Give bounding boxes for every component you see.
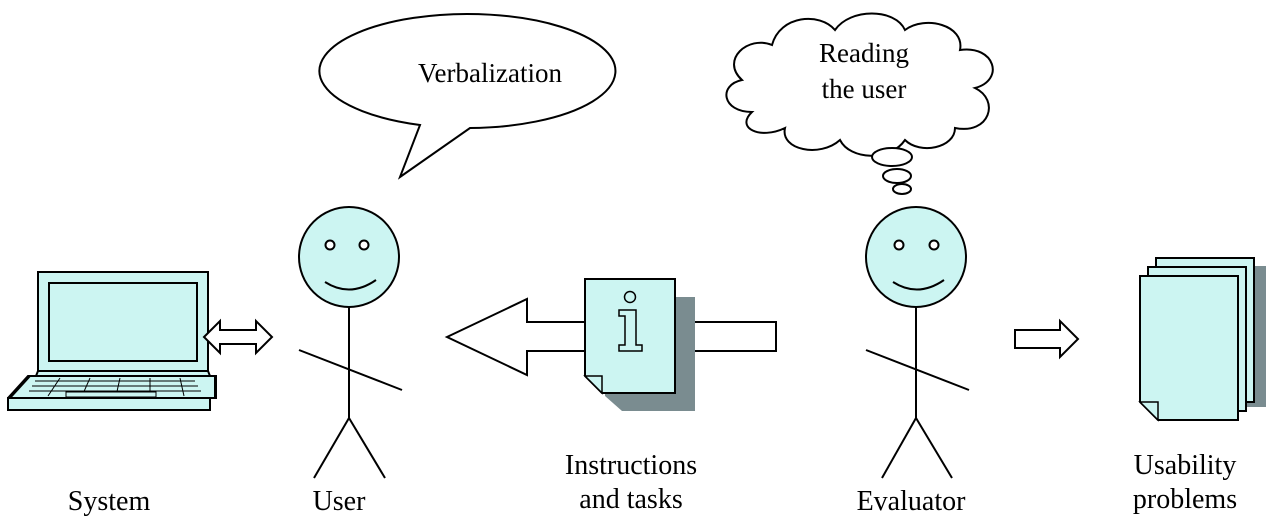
system-label: System bbox=[68, 486, 151, 517]
info-icon bbox=[618, 290, 643, 352]
thought-cloud-line2: the user bbox=[822, 74, 907, 104]
evaluator-label: Evaluator bbox=[857, 486, 967, 517]
thought-cloud-line1: Reading bbox=[819, 38, 909, 68]
evaluator-head bbox=[865, 206, 967, 308]
user-head bbox=[298, 206, 400, 308]
user-figure bbox=[298, 206, 403, 479]
usability-label-line1: Usability bbox=[1134, 450, 1237, 481]
laptop-icon bbox=[7, 271, 217, 411]
instructions-label-line1: Instructions bbox=[565, 450, 697, 481]
speech-bubble: Verbalization bbox=[318, 13, 617, 180]
instructions-label-line2: and tasks bbox=[579, 484, 682, 515]
info-document bbox=[583, 278, 695, 411]
right-arrow-icon bbox=[1014, 318, 1080, 360]
speech-bubble-text: Verbalization bbox=[418, 58, 562, 88]
usability-label-line2: problems bbox=[1133, 484, 1237, 515]
double-arrow-icon bbox=[202, 318, 274, 356]
user-label: User bbox=[313, 486, 367, 517]
thought-cloud: Reading the user bbox=[725, 12, 994, 195]
document-stack-icon bbox=[1138, 257, 1266, 422]
evaluator-figure bbox=[865, 206, 970, 479]
